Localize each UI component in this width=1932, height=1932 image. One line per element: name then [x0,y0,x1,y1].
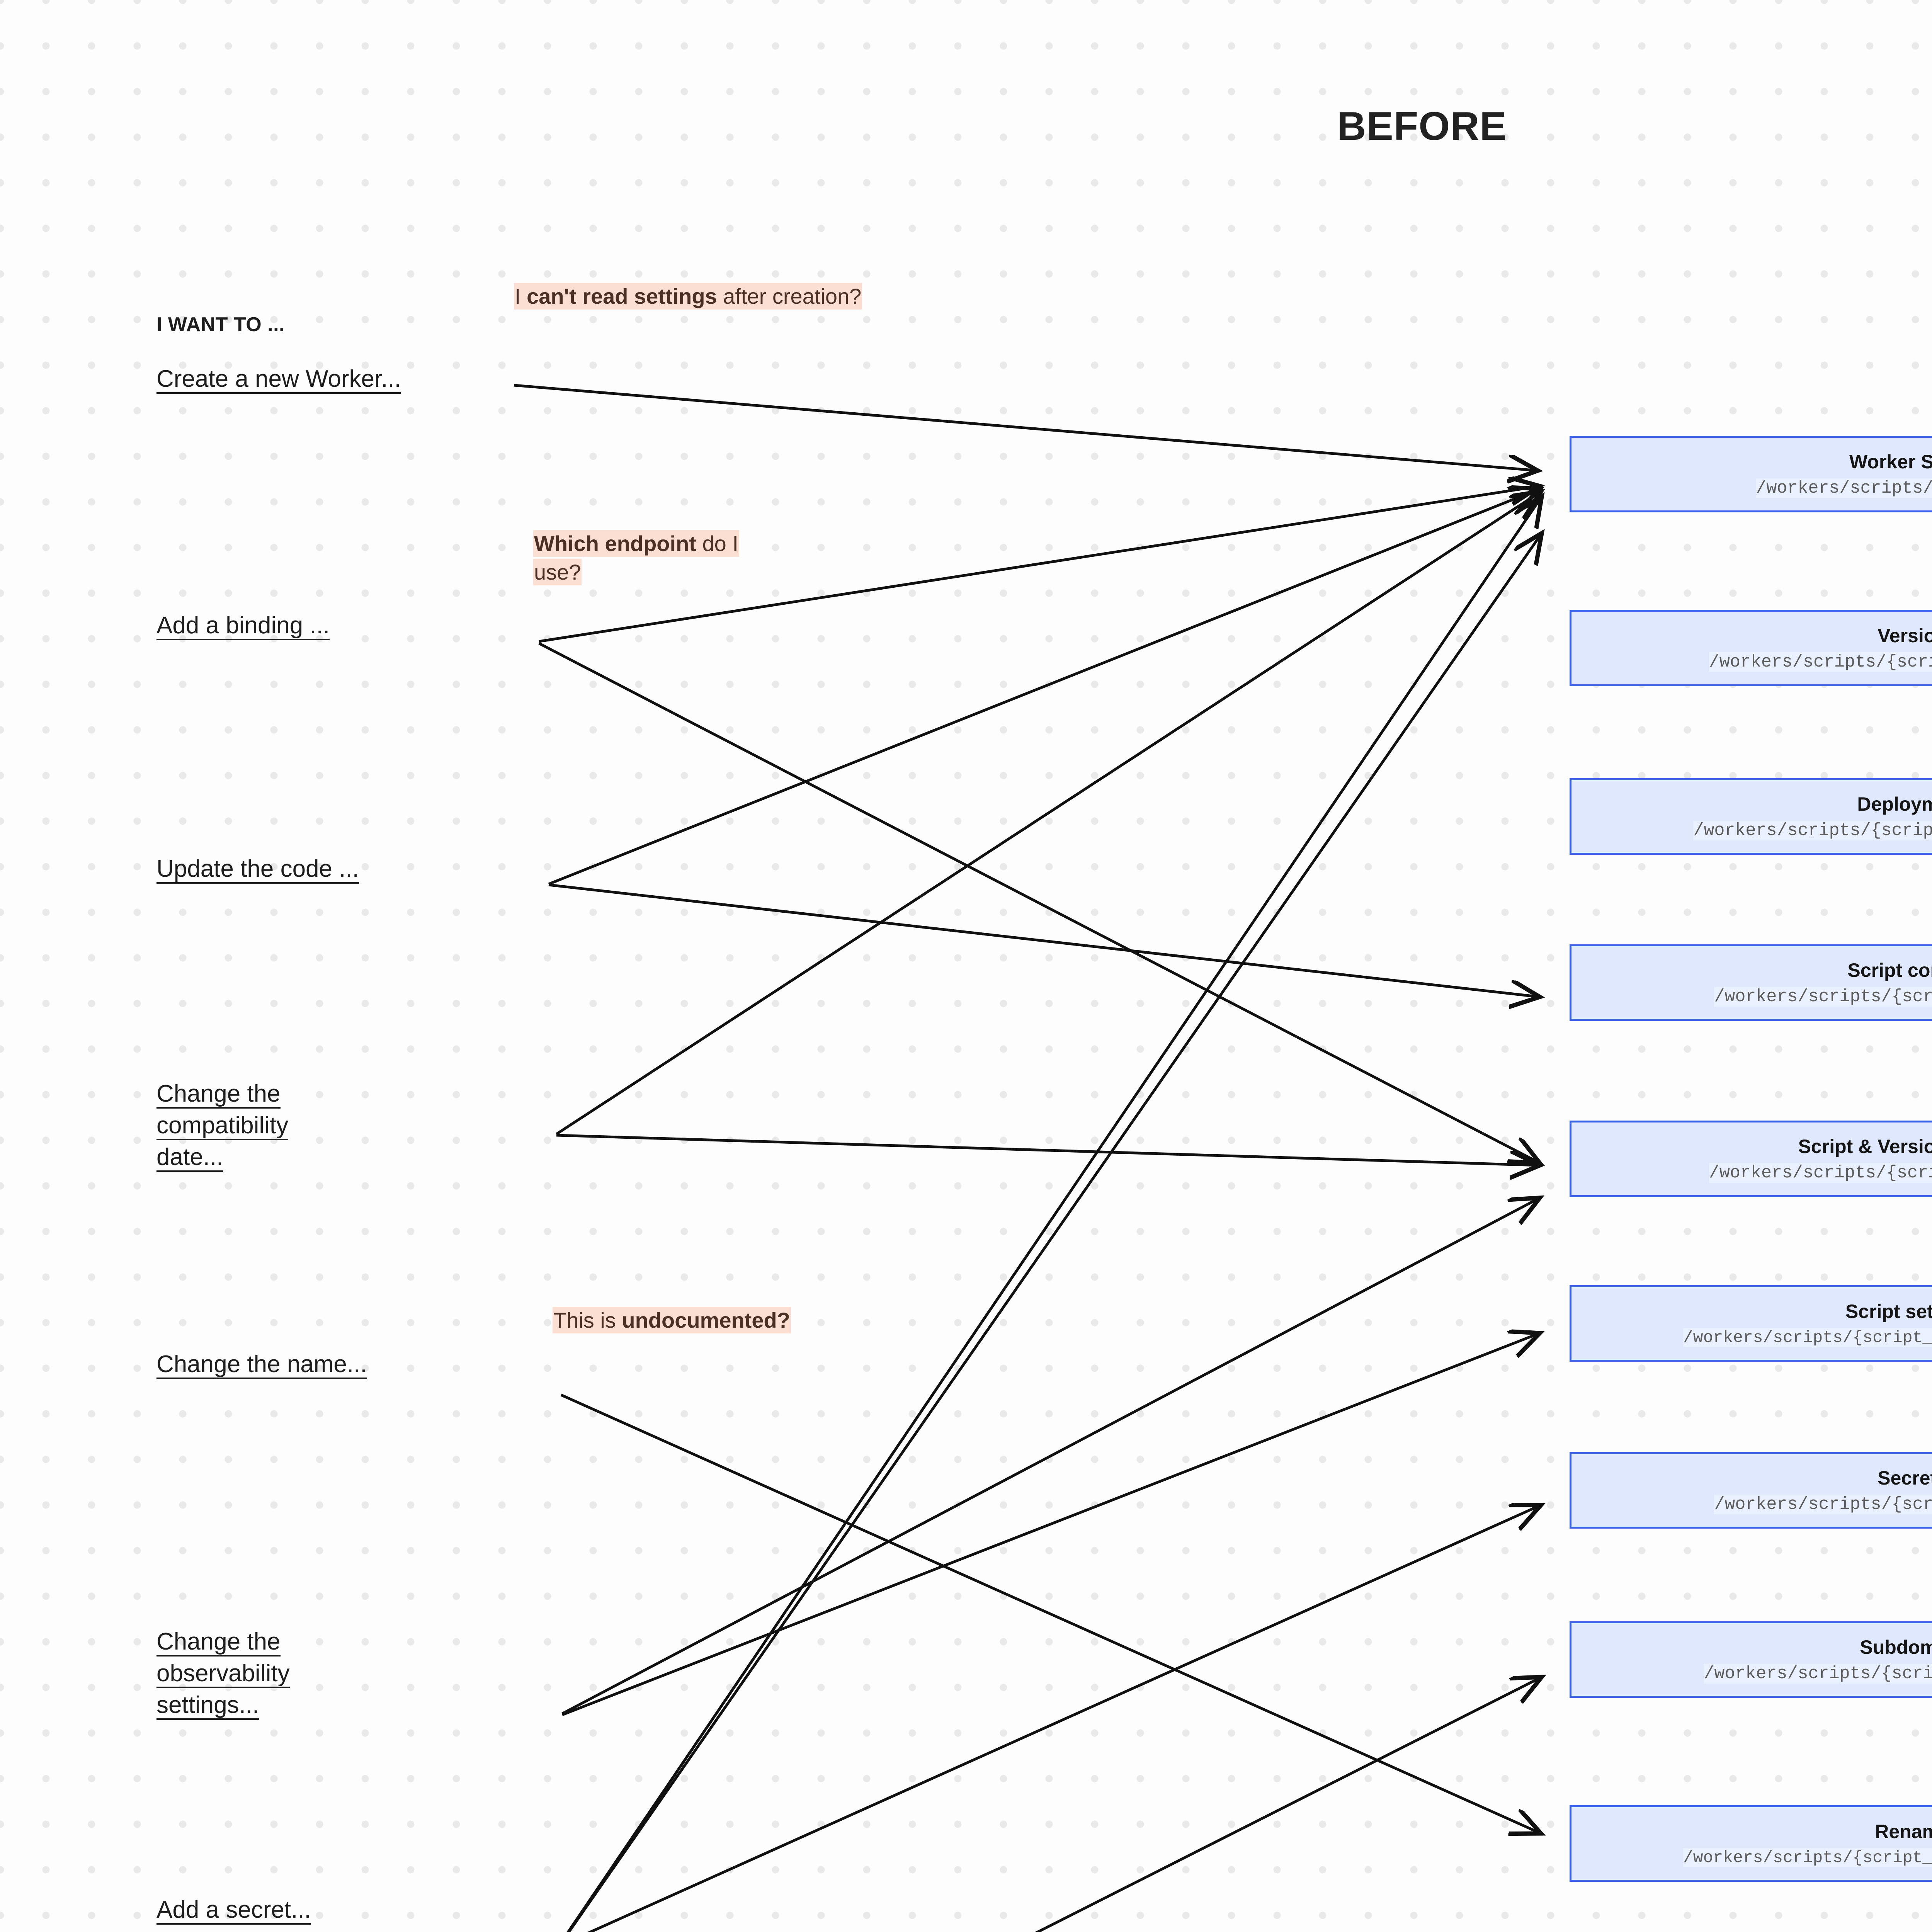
callout-cant-read-settings: I can't read settings after creation? [514,282,923,311]
want-to-header: I WANT TO ... [156,313,285,336]
task-label: Update the code ... [156,855,359,884]
callout-text: This is [553,1308,622,1332]
task-label: Change the name... [156,1351,367,1379]
task-change-observability[interactable]: Change the observability settings... [156,1626,290,1721]
page-title: BEFORE [1337,104,1507,149]
endpoint-title: Rename [1875,1820,1932,1842]
endpoint-path: /workers/scripts/{script_name}/secrets [1714,1494,1932,1514]
task-label: Change the observability settings... [156,1628,290,1720]
arrow-observability-to-script-settings [561,1333,1540,1716]
arrow-workers-dev-to-subdomain [1034,1677,1542,1932]
task-update-code[interactable]: Update the code ... [156,853,359,885]
endpoint-title: Secrets [1878,1467,1932,1489]
endpoint-box-script-content[interactable]: Script content /workers/scripts/{script_… [1570,944,1932,1021]
task-label: Add a secret... [156,1896,311,1925]
arrow-update-code-to-script-content [548,883,1540,997]
callout-text: I [515,284,527,308]
endpoint-box-version[interactable]: Version /workers/scripts/{script_name}/v… [1570,610,1932,686]
arrow-add-secret-to-version [567,533,1542,1932]
endpoint-path: /workers/scripts/{script_name}/script-se… [1683,1328,1932,1347]
endpoint-title: Subdomain [1860,1636,1932,1658]
endpoint-path: /workers/scripts/{script_name}/content [1714,986,1932,1007]
arrow-add-binding-to-settings [538,642,1540,1163]
task-label: Create a new Worker... [156,366,401,394]
task-label: Change the compatibility date... [156,1080,289,1172]
endpoint-title: Deployment [1857,793,1932,815]
endpoint-box-deployment[interactable]: Deployment /workers/scripts/{script_name… [1570,778,1932,855]
task-label: Add a binding ... [156,612,330,640]
endpoint-box-script-version-settings[interactable]: Script & Version settings /workers/scrip… [1570,1121,1932,1197]
callout-text-bold: undocumented? [622,1308,790,1332]
callout-which-endpoint: Which endpoint do I use? [533,529,784,587]
endpoint-path: /workers/scripts/{script_name} [1756,478,1932,498]
arrow-add-secret-to-secrets [587,1505,1541,1932]
endpoint-box-secrets[interactable]: Secrets /workers/scripts/{script_name}/s… [1570,1452,1932,1529]
task-change-name[interactable]: Change the name... [156,1349,367,1380]
endpoint-box-script-settings[interactable]: Script settings /workers/scripts/{script… [1570,1285,1932,1362]
task-create-worker[interactable]: Create a new Worker... [156,363,401,395]
endpoint-path: /workers/scripts/{script_name}/rename/{r… [1683,1848,1932,1867]
task-change-compat-date[interactable]: Change the compatibility date... [156,1078,289,1173]
endpoint-title: Version [1878,624,1932,646]
endpoint-title: Script & Version settings [1798,1135,1932,1157]
callout-undocumented: This is undocumented? [553,1306,823,1335]
arrow-compat-date-to-settings [556,1134,1540,1165]
endpoint-path: /workers/scripts/{script_name}/versions [1709,652,1932,672]
arrow-add-secret-to-worker-script [566,497,1542,1932]
callout-text-bold: can't read settings [527,284,717,308]
endpoint-title: Script settings [1845,1300,1932,1322]
arrow-change-name-to-rename [560,1393,1541,1833]
task-add-secret[interactable]: Add a secret... [156,1894,311,1926]
endpoint-path: /workers/scripts/{script_name}/subdomain [1704,1663,1932,1684]
endpoint-title: Script content [1847,959,1932,981]
endpoint-box-subdomain[interactable]: Subdomain /workers/scripts/{script_name}… [1570,1621,1932,1698]
endpoint-box-rename[interactable]: Rename /workers/scripts/{script_name}/re… [1570,1805,1932,1882]
arrow-observability-to-settings [561,1198,1540,1715]
arrow-create-worker-to-worker-script [514,384,1538,471]
arrow-compat-date-to-worker-script [556,492,1541,1135]
endpoint-title: Worker Script [1849,451,1932,473]
endpoint-path: /workers/scripts/{script_name}/deploymen… [1693,820,1932,840]
endpoint-box-worker-script[interactable]: Worker Script /workers/scripts/{script_n… [1570,436,1932,512]
callout-text: after creation? [717,284,862,308]
callout-text-bold: Which endpoint [534,531,696,556]
endpoint-path: /workers/scripts/{script_name}/settings [1709,1163,1932,1183]
task-add-binding[interactable]: Add a binding ... [156,610,330,641]
